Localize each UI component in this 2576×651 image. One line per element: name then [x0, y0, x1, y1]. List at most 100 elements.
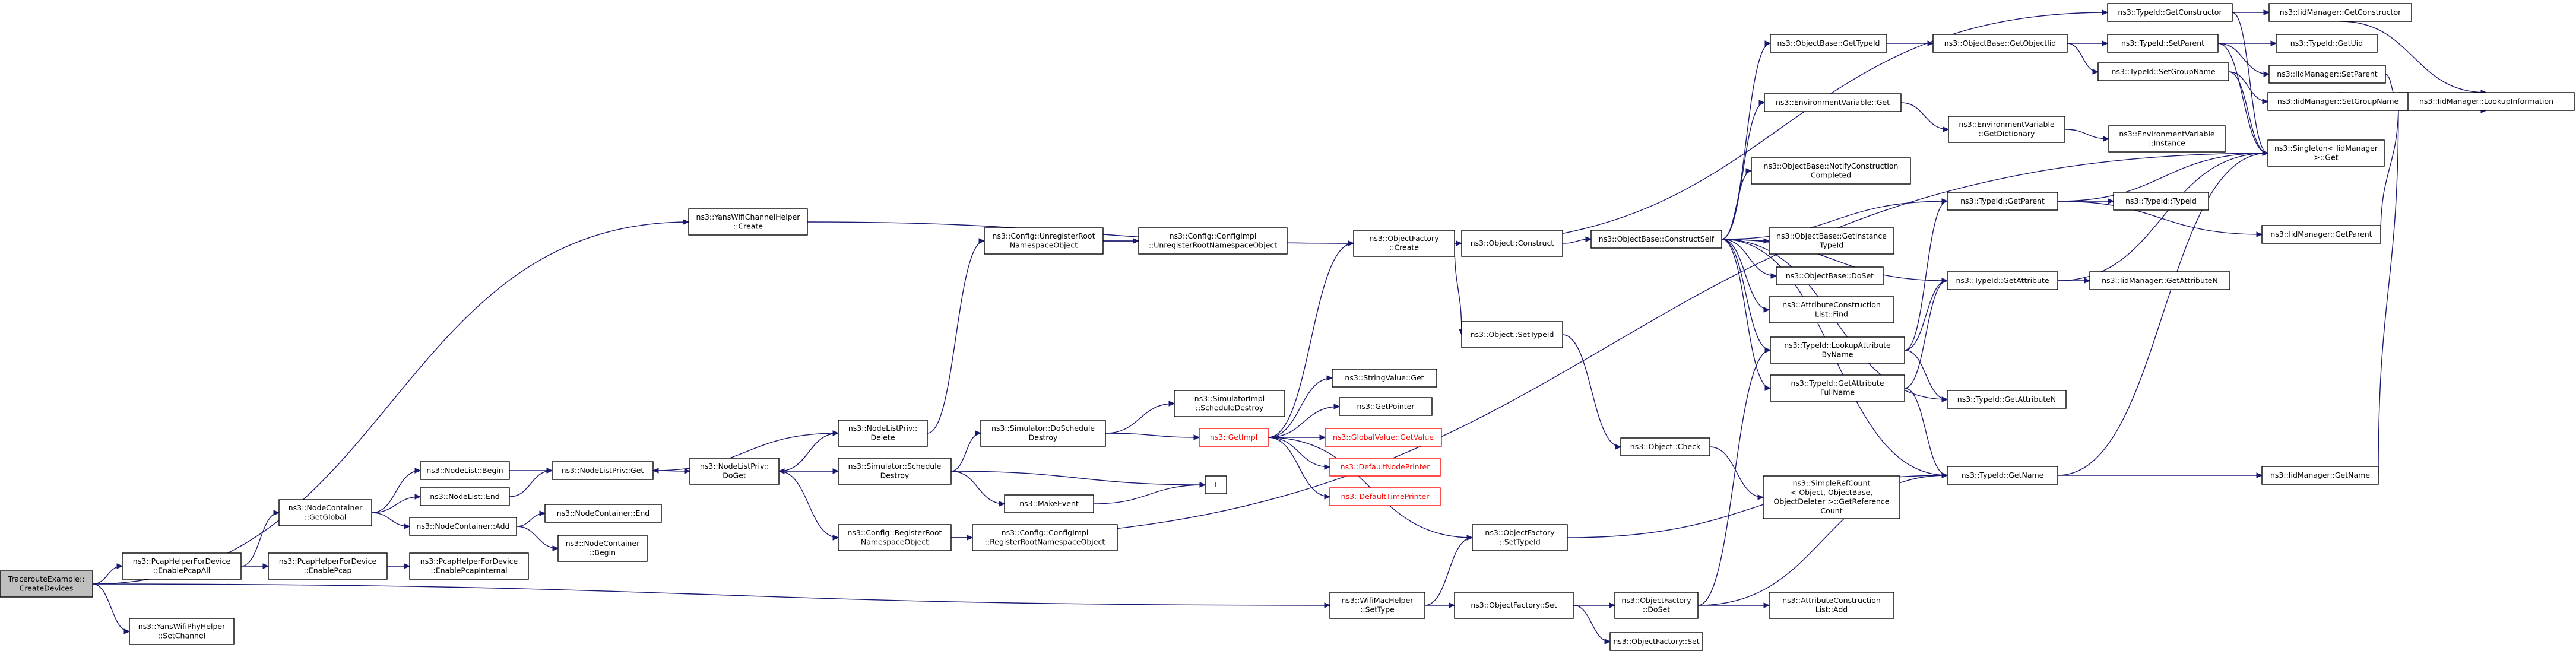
call-edge [2218, 40, 2277, 46]
function-node-simimplscheduledestroy[interactable]: ns3::SimulatorImpl::ScheduleDestroy [1174, 390, 1285, 417]
function-node-configregister[interactable]: ns3::Config::RegisterRootNamespaceObject [838, 524, 952, 551]
function-node-simplerefcount[interactable]: ns3::SimpleRefCount< Object, ObjectBase,… [1763, 475, 1900, 519]
edge-arrowhead [414, 494, 422, 500]
edge-line [1424, 537, 1473, 606]
edge-arrowhead [1585, 236, 1592, 242]
function-node-iidsetgroupname[interactable]: ns3::IidManager::SetGroupName [2267, 92, 2409, 111]
function-node-envinstance[interactable]: ns3::EnvironmentVariable::Instance [2108, 125, 2226, 153]
function-node-wifimacsettype[interactable]: ns3::WifiMacHelper::SetType [1329, 592, 1425, 619]
call-edge [1454, 9, 2109, 244]
edge-arrowhead [552, 545, 559, 551]
function-node-nodelistend[interactable]: ns3::NodeList::End [420, 487, 510, 506]
edge-line [1105, 433, 1200, 438]
function-node-getpointer[interactable]: ns3::GetPointer [1339, 397, 1433, 416]
call-edge [779, 468, 839, 474]
function-node-typeidgetattribute[interactable]: ns3::TypeId::GetAttribute [1947, 271, 2058, 290]
function-node-objectconstruct[interactable]: ns3::Object::Construct [1461, 230, 1563, 257]
function-node-typeidgetconstructor[interactable]: ns3::TypeId::GetConstructor [2107, 3, 2233, 22]
node-label: ns3::TypeId::GetConstructor [2118, 8, 2222, 17]
node-label: ns3::ObjectBase::GetObjectIid [1944, 39, 2056, 47]
call-edge [92, 219, 690, 585]
function-node-notifyconstruction[interactable]: ns3::ObjectBase::NotifyConstructionCompl… [1751, 157, 1911, 185]
function-node-objectbasegetobjectiid[interactable]: ns3::ObjectBase::GetObjectIid [1932, 34, 2068, 53]
function-node-pcapall[interactable]: ns3::PcapHelperForDevice::EnablePcapAll [122, 552, 242, 580]
function-node-iidsetparent[interactable]: ns3::IidManager::SetParent [2268, 65, 2386, 84]
function-node-objfactoryset2[interactable]: ns3::ObjectFactory::Set [1609, 632, 1703, 651]
function-node-nodecontainerbegin[interactable]: ns3::NodeContainer::Begin [557, 535, 648, 562]
function-node-objfactorycreate[interactable]: ns3::ObjectFactory::Create [1353, 230, 1455, 257]
function-node-iidgetname[interactable]: ns3::IidManager::GetName [2261, 466, 2379, 485]
call-edge [950, 150, 2269, 538]
function-node-typeidgetuid[interactable]: ns3::TypeId::GetUid [2276, 34, 2378, 53]
node-label: ns3::TypeId::SetGroupName [2111, 67, 2215, 76]
function-node-yansphysetchannel[interactable]: ns3::YansWifiPhyHelper::SetChannel [129, 618, 235, 645]
call-edge [371, 494, 422, 513]
function-node-simscheduledestroy[interactable]: ns3::Simulator::ScheduleDestroy [838, 458, 952, 485]
function-node-defaultnodeprinter[interactable]: ns3::DefaultNodePrinter [1329, 458, 1441, 477]
function-node-objfactoryset[interactable]: ns3::ObjectFactory::Set [1454, 592, 1574, 619]
function-node-nodelistprivget[interactable]: ns3::NodeListPriv::Get [552, 461, 654, 480]
function-node-stringvalueget[interactable]: ns3::StringValue::Get [1332, 369, 1437, 388]
node-box [129, 618, 235, 645]
call-edge [1721, 239, 1777, 279]
edge-line [950, 153, 2268, 538]
node-label: ns3::TypeId::LookupAttribute [1784, 341, 1891, 350]
function-node-typeidgetname[interactable]: ns3::TypeId::GetName [1947, 466, 2058, 485]
function-node-defaulttimeprinter[interactable]: ns3::DefaultTimePrinter [1329, 487, 1441, 506]
function-node-nodelistprivdoget[interactable]: ns3::NodeListPriv::DoGet [689, 458, 780, 485]
function-node-typeidtypeid[interactable]: ns3::TypeId::TypeId [2113, 192, 2209, 211]
function-node-nodelistbegin[interactable]: ns3::NodeList::Begin [420, 461, 510, 480]
function-node-objectbasegettypeid[interactable]: ns3::ObjectBase::GetTypeId [1770, 34, 1887, 53]
edge-arrowhead [404, 563, 411, 569]
node-label: ns3::Object::SetTypeId [1471, 330, 1554, 339]
function-node-nodecontaineradd[interactable]: ns3::NodeContainer::Add [409, 517, 517, 536]
call-edge [2064, 129, 2110, 142]
function-node-yanswifichannelcreate[interactable]: ns3::YansWifiChannelHelper::Create [688, 208, 808, 236]
function-node-pcapenable[interactable]: ns3::PcapHelperForDevice::EnablePcap [268, 552, 388, 580]
function-node-typeidgetparent[interactable]: ns3::TypeId::GetParent [1947, 192, 2058, 211]
function-node-typeidsetgroupname[interactable]: ns3::TypeId::SetGroupName [2097, 62, 2229, 81]
function-node-envgetdictionary[interactable]: ns3::EnvironmentVariable::GetDictionary [1948, 116, 2065, 143]
node-box [552, 461, 654, 480]
function-node-objectbaseconstructself[interactable]: ns3::ObjectBase::ConstructSelf [1590, 230, 1722, 249]
function-node-unknown[interactable]: T [1205, 475, 1227, 494]
function-node-nodecontainergetglobal[interactable]: ns3::NodeContainer::GetGlobal [278, 499, 372, 526]
edge-arrowhead [2092, 69, 2099, 75]
function-node-nodelistprivdelete[interactable]: ns3::NodeListPriv::Delete [838, 420, 928, 447]
function-node-objectcheck[interactable]: ns3::Object::Check [1620, 437, 1710, 456]
function-node-configimplunregister[interactable]: ns3::Config::ConfigImpl::UnregisterRootN… [1138, 227, 1288, 255]
function-node-pcapinternal[interactable]: ns3::PcapHelperForDevice::EnablePcapInte… [409, 552, 529, 580]
function-node-iidgetconstructor[interactable]: ns3::IidManager::GetConstructor [2268, 3, 2412, 22]
function-node-singletonget[interactable]: ns3::Singleton< IidManager >::Get [2267, 139, 2385, 167]
node-label: ::EnablePcapAll [153, 566, 211, 575]
function-node-envget[interactable]: ns3::EnvironmentVariable::Get [1764, 93, 1902, 112]
function-node-typeidgetattributen[interactable]: ns3::TypeId::GetAttributeN [1947, 390, 2067, 409]
function-node-objectsettypeid[interactable]: ns3::Object::SetTypeId [1461, 321, 1563, 348]
function-node-nodecontainerend[interactable]: ns3::NodeContainer::End [544, 504, 662, 523]
function-node-iidgetattributen[interactable]: ns3::IidManager::GetAttributeN [2089, 271, 2230, 290]
function-node-objfactorydoset[interactable]: ns3::ObjectFactory::DoSet [1614, 592, 1699, 619]
function-node-iidlookupinfo[interactable]: ns3::IidManager::LookupInformation [2398, 92, 2575, 111]
function-node-getimpl[interactable]: ns3::GetImpl [1199, 428, 1269, 447]
function-node-objfactorysettypeid[interactable]: ns3::ObjectFactory::SetTypeId [1472, 524, 1568, 551]
node-label: ns3::ObjectBase::GetInstance [1776, 231, 1887, 240]
function-node-objectbasedoset[interactable]: ns3::ObjectBase::DoSet [1776, 266, 1884, 285]
edge-arrowhead [2263, 9, 2270, 15]
edge-arrowhead [683, 219, 690, 225]
function-node-root[interactable]: TracerouteExample::CreateDevices [0, 570, 93, 598]
function-node-configimplregister[interactable]: ns3::Config::ConfigImpl::RegisterRootNam… [972, 524, 1118, 551]
edge-line [2232, 12, 2268, 154]
function-node-globalvaluegetvalue[interactable]: ns3::GlobalValue::GetValue [1325, 428, 1442, 447]
function-node-configunregister[interactable]: ns3::Config::UnregisterRootNamespaceObje… [984, 227, 1104, 255]
node-box [2267, 92, 2409, 111]
function-node-makeevent[interactable]: ns3::MakeEvent [1004, 494, 1094, 513]
call-edge [1424, 535, 1474, 606]
function-node-typeidsetparent[interactable]: ns3::TypeId::SetParent [2107, 34, 2219, 53]
function-node-iidgetparent[interactable]: ns3::IidManager::GetParent [2261, 225, 2381, 244]
